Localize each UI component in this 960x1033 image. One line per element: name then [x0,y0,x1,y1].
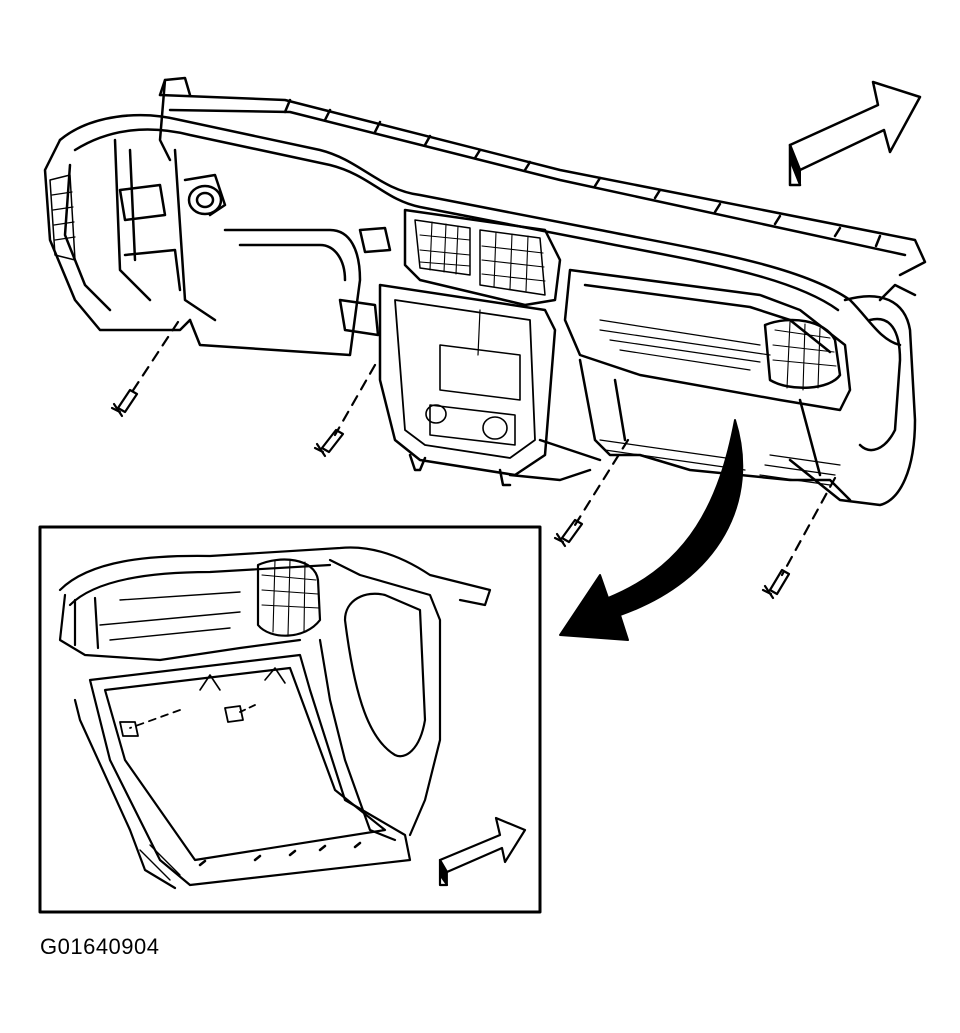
direction-arrow-icon [790,82,920,185]
curved-callout-arrow-icon [560,420,742,640]
fastener-bolt-icon [763,478,835,598]
fastener-bolt-icon [315,365,375,456]
fastener-bolt-icon [112,322,178,416]
fastener-bolt-icon [555,440,628,546]
instrument-panel-assembly [45,78,925,505]
detail-inset [40,527,540,912]
figure-id-label: G01640904 [40,934,160,959]
direction-arrow-icon [440,818,525,885]
